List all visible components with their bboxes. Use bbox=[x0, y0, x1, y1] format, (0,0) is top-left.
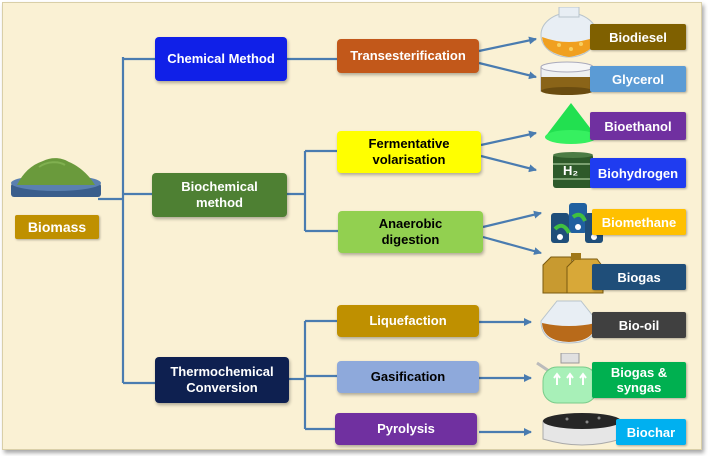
dish-icon bbox=[540, 61, 594, 95]
transesterification-box: Transesterification bbox=[337, 39, 479, 73]
bioethanol-label: Bioethanol bbox=[590, 112, 686, 140]
arrow-glycerol bbox=[478, 61, 537, 80]
gas-flask-icon bbox=[536, 353, 604, 404]
pyrolysis-box: Pyrolysis bbox=[335, 413, 477, 445]
oil-flask-icon bbox=[540, 300, 598, 344]
biohydrogen-label: Biohydrogen bbox=[590, 158, 686, 188]
biomass-label: Biomass bbox=[15, 215, 99, 239]
arrow-biodiesel bbox=[478, 36, 537, 53]
diagram-canvas: Biomass Chemical Method Biochemical meth… bbox=[2, 2, 702, 450]
biomass-pile-icon bbox=[11, 158, 101, 197]
arrow-biomethane bbox=[482, 210, 542, 229]
arrow-biohydrogen bbox=[480, 154, 537, 173]
glycerol-label: Glycerol bbox=[590, 66, 686, 92]
biodiesel-label: Biodiesel bbox=[590, 24, 686, 50]
biochar-label: Biochar bbox=[616, 419, 686, 445]
connector-lines bbox=[98, 36, 542, 436]
gasification-box: Gasification bbox=[337, 361, 479, 393]
h2-barrel-icon: H₂ bbox=[551, 151, 595, 191]
fermentative-volarisation-box: Fermentative volarisation bbox=[337, 131, 481, 173]
anaerobic-digestion-box: Anaerobic digestion bbox=[338, 211, 483, 253]
biogas-label: Biogas bbox=[592, 264, 686, 290]
biomethane-label: Biomethane bbox=[592, 209, 686, 235]
arrow-bioethanol bbox=[480, 130, 537, 147]
thermochemical-method-box: Thermochemical Conversion bbox=[155, 357, 289, 403]
biogas-syngas-label: Biogas & syngas bbox=[592, 362, 686, 398]
h2-label: H₂ bbox=[563, 163, 579, 178]
liquefaction-box: Liquefaction bbox=[337, 305, 479, 337]
biochemical-method-box: Biochemical method bbox=[152, 173, 287, 217]
bio-oil-label: Bio-oil bbox=[592, 312, 686, 338]
chemical-method-box: Chemical Method bbox=[155, 37, 287, 81]
cone-icon bbox=[545, 103, 597, 144]
flask-icon bbox=[540, 7, 598, 58]
arrow-biogas bbox=[482, 235, 542, 255]
char-dish-icon bbox=[542, 413, 622, 446]
